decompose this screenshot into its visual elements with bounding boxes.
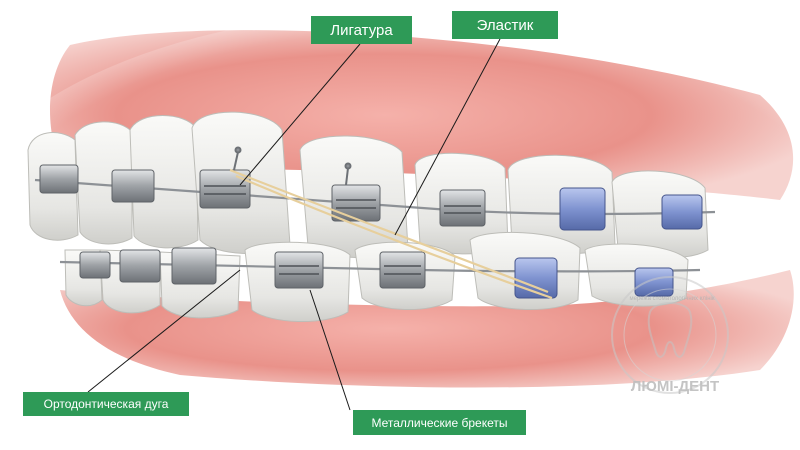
bracket-slots — [204, 185, 481, 275]
label-elastic: Эластик — [452, 11, 558, 39]
watermark-tagline-text: мережа стоматологічних клінік — [629, 296, 715, 302]
label-ligature-text: Лигатура — [330, 21, 393, 39]
ligature-hooks — [233, 146, 352, 186]
label-archwire: Ортодонтическая дуга — [23, 392, 189, 416]
label-elastic-text: Эластик — [476, 16, 534, 34]
tooth-logo-icon — [647, 302, 693, 358]
upper-metal-brackets — [39, 164, 486, 227]
label-archwire-text: Ортодонтическая дуга — [43, 397, 169, 411]
elastic-bands — [229, 168, 553, 300]
label-brackets: Металлические брекеты — [353, 410, 526, 435]
leader-ligature — [239, 43, 361, 186]
label-backgrounds — [23, 11, 558, 435]
upper-blue-brackets — [559, 187, 703, 231]
leader-elastic — [394, 38, 501, 236]
leader-archwire — [87, 269, 241, 393]
watermark-logo — [611, 276, 729, 394]
lower-metal-brackets — [79, 247, 426, 289]
label-brackets-text: Металлические брекеты — [371, 415, 508, 430]
leader-lines — [87, 38, 501, 411]
leader-brackets — [309, 289, 351, 411]
label-ligature: Лигатура — [311, 16, 412, 44]
watermark-brand-text: ЛЮМІ-ДЕНТ — [630, 378, 720, 395]
